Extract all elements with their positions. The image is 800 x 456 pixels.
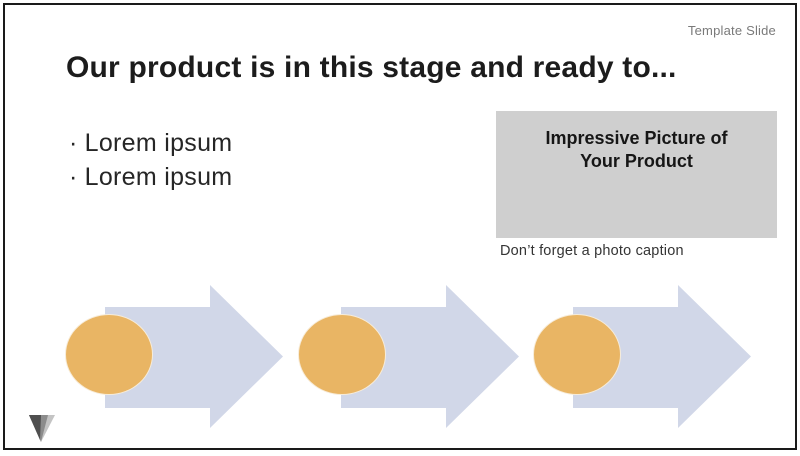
process-diagram — [5, 5, 800, 456]
list-item: · Lorem ipsum — [69, 126, 232, 160]
slide-title: Our product is in this stage and ready t… — [66, 51, 677, 85]
slide-canvas: Template Slide Our product is in this st… — [3, 3, 797, 450]
list-item: · Lorem ipsum — [69, 160, 232, 194]
title-prefix: Our — [66, 51, 129, 84]
process-arrow-icon — [105, 285, 283, 428]
image-placeholder-label: Impressive Picture of Your Product — [545, 128, 728, 172]
bullet-icon: · — [69, 163, 78, 191]
bullet-text: Lorem ipsum — [84, 163, 233, 191]
bullet-list: · Lorem ipsum · Lorem ipsum — [69, 126, 232, 194]
process-arrow-icon — [573, 285, 751, 428]
step-circle-icon — [65, 314, 153, 395]
template-slide-label: Template Slide — [687, 23, 776, 38]
step-circle-icon — [533, 314, 621, 395]
title-emphasis: product — [128, 51, 242, 84]
bullet-text: Lorem ipsum — [84, 129, 233, 157]
step-circle-icon — [298, 314, 386, 395]
process-arrow-icon — [341, 285, 519, 428]
photo-caption: Don’t forget a photo caption — [500, 243, 684, 259]
image-placeholder: Impressive Picture of Your Product — [496, 111, 777, 238]
bullet-icon: · — [69, 129, 78, 157]
brand-triangle-logo-icon — [29, 415, 55, 442]
title-suffix: is in this stage and ready to... — [241, 51, 677, 84]
